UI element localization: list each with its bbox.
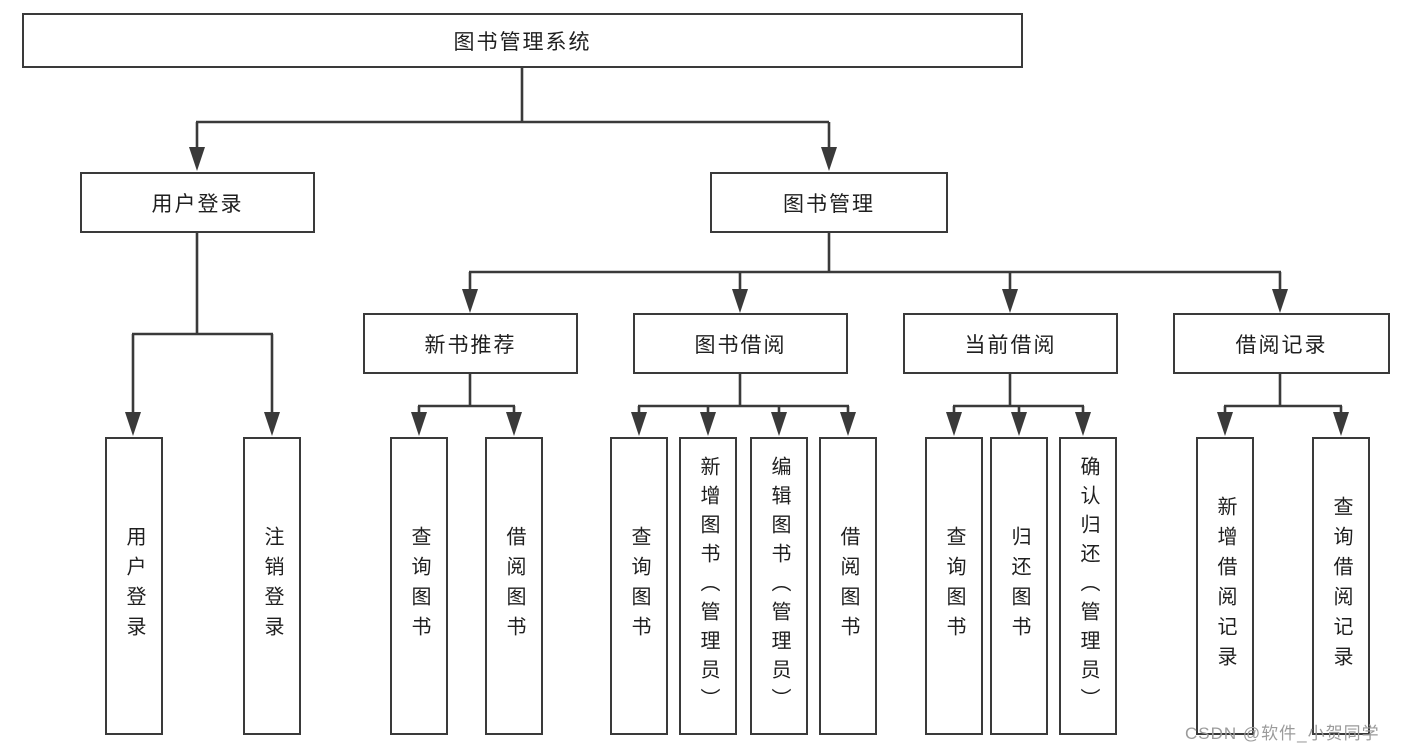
leaf-borrow-books: 借阅图书 <box>819 437 877 735</box>
leaf-query-books-recommend-label: 查询图书 <box>408 526 430 646</box>
node-user-login: 用户登录 <box>80 172 315 233</box>
leaf-confirm-return-admin-label: 确认归还（管理员） <box>1077 455 1099 717</box>
leaf-borrow-books-recommend-label: 借阅图书 <box>503 526 525 646</box>
leaf-borrow-books-label: 借阅图书 <box>837 526 859 646</box>
leaf-add-borrow-record: 新增借阅记录 <box>1196 437 1254 735</box>
node-borrow-records: 借阅记录 <box>1173 313 1390 374</box>
node-new-book-recommend: 新书推荐 <box>363 313 578 374</box>
leaf-confirm-return-admin: 确认归还（管理员） <box>1059 437 1117 735</box>
leaf-query-books-current: 查询图书 <box>925 437 983 735</box>
node-new-book-recommend-label: 新书推荐 <box>424 333 517 357</box>
node-current-borrow-label: 当前借阅 <box>964 333 1057 357</box>
leaf-user-login-label: 用户登录 <box>123 526 145 646</box>
leaf-query-books-current-label: 查询图书 <box>943 526 965 646</box>
leaf-borrow-books-recommend: 借阅图书 <box>485 437 543 735</box>
leaf-add-books-admin: 新增图书（管理员） <box>679 437 737 735</box>
csdn-watermark: CSDN @软件_小贺同学 <box>1185 724 1380 743</box>
leaf-add-books-admin-label: 新增图书（管理员） <box>697 455 719 717</box>
node-book-borrow: 图书借阅 <box>633 313 848 374</box>
node-book-borrow-label: 图书借阅 <box>694 333 787 357</box>
leaf-query-books-borrow: 查询图书 <box>610 437 668 735</box>
leaf-logout-label: 注销登录 <box>261 526 283 646</box>
leaf-edit-books-admin-label: 编辑图书（管理员） <box>768 455 790 717</box>
node-root: 图书管理系统 <box>22 13 1023 68</box>
leaf-logout: 注销登录 <box>243 437 301 735</box>
leaf-return-books-label: 归还图书 <box>1008 526 1030 646</box>
node-root-label: 图书管理系统 <box>453 30 592 54</box>
leaf-query-books-borrow-label: 查询图书 <box>628 526 650 646</box>
node-book-management-label: 图书管理 <box>783 192 875 216</box>
leaf-query-borrow-record: 查询借阅记录 <box>1312 437 1370 735</box>
leaf-edit-books-admin: 编辑图书（管理员） <box>750 437 808 735</box>
node-current-borrow: 当前借阅 <box>903 313 1118 374</box>
arrowheads <box>125 147 1349 436</box>
leaf-return-books: 归还图书 <box>990 437 1048 735</box>
node-user-login-label: 用户登录 <box>151 192 244 216</box>
leaf-add-borrow-record-label: 新增借阅记录 <box>1214 496 1236 676</box>
node-book-management: 图书管理 <box>710 172 948 233</box>
node-borrow-records-label: 借阅记录 <box>1235 333 1328 357</box>
leaf-user-login: 用户登录 <box>105 437 163 735</box>
leaf-query-borrow-record-label: 查询借阅记录 <box>1330 496 1352 676</box>
leaf-query-books-recommend: 查询图书 <box>390 437 448 735</box>
